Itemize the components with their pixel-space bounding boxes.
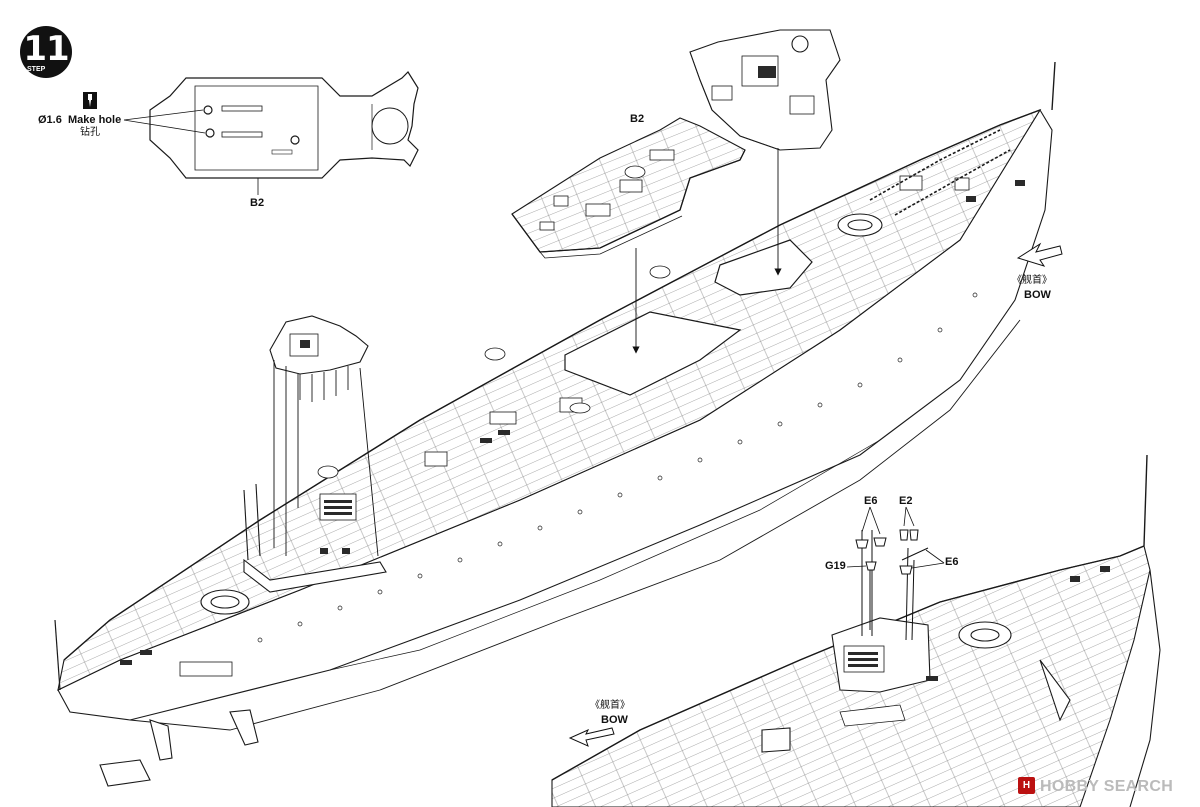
- floating-b2-part: [511, 117, 746, 259]
- label-e6-right: E6: [945, 556, 959, 568]
- bow-arrow-left: [568, 727, 615, 747]
- label-e2: E2: [899, 495, 913, 507]
- bow-arrow-right: [1016, 242, 1063, 267]
- label-detail-b2: B2: [250, 197, 265, 209]
- floating-bridge: [269, 315, 369, 402]
- bow-right-en: BOW: [1024, 289, 1051, 301]
- watermark-text: HOBBY SEARCH: [1040, 778, 1174, 795]
- bridge-platform: [243, 483, 387, 593]
- hole-diameter: Ø1.6: [38, 114, 62, 126]
- main-ship: [54, 61, 1056, 787]
- hole-2: [205, 128, 215, 138]
- detail-b2-part: [149, 71, 419, 179]
- bow-left-cn: 《舰首》: [590, 700, 630, 711]
- bow-left-en: BOW: [601, 714, 628, 726]
- label-g19: G19: [825, 560, 846, 572]
- step-badge: 11 STEP: [18, 26, 74, 82]
- assembly-guides: [273, 148, 782, 557]
- watermark-badge: H: [1018, 777, 1035, 794]
- mast-assembly: [855, 529, 929, 641]
- hole-1: [203, 105, 213, 115]
- step-word: STEP: [27, 66, 46, 73]
- second-ship: [551, 454, 1161, 807]
- label-main-b2: B2: [630, 113, 645, 125]
- floating-superstructure: [689, 29, 841, 151]
- bow-right-cn: 《舰首》: [1012, 275, 1052, 286]
- drill-icon: [83, 92, 97, 109]
- hole-instruction-cn: 钻孔: [80, 127, 100, 138]
- step-badge-circle: [20, 26, 72, 78]
- hole-instruction: Make hole: [68, 114, 122, 126]
- label-e6-top: E6: [864, 495, 878, 507]
- step-number: 11: [23, 29, 69, 69]
